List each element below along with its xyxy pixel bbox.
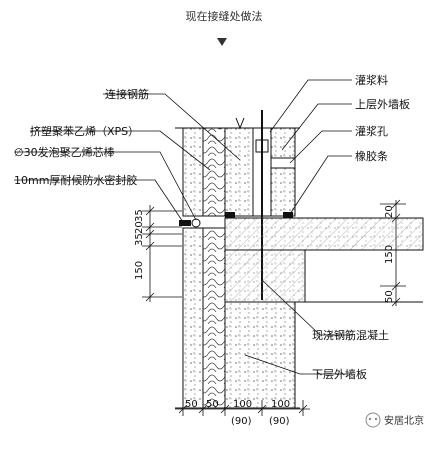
rubber-strip-left: [225, 212, 235, 218]
label-connecting-rebar: 连接钢筋: [105, 87, 149, 101]
foam-rod-shape: [191, 218, 201, 228]
label-lower-wall-panel: 下层外墙板: [312, 367, 367, 381]
label-grouting-material: 灌浆料: [355, 73, 388, 87]
dim-left-1: 20: [134, 221, 145, 234]
left-dimension-chain: [142, 205, 182, 302]
right-dimension-chain: [380, 199, 406, 307]
leader-cast-concrete: [261, 279, 352, 336]
leader-rubber-strip: [289, 155, 352, 215]
label-cast-concrete: 现浇钢筋混凝土: [312, 328, 389, 342]
leader-sealant: [14, 179, 184, 223]
sealant-shape: [179, 220, 191, 226]
dim-bottom-paren-1: (90): [269, 416, 290, 427]
leader-grouting-hole: [289, 130, 352, 164]
label-grouting-hole: 灌浆孔: [355, 124, 388, 138]
dim-bottom-paren-0: (90): [231, 416, 252, 427]
label-xps: 挤塑聚苯乙烯（XPS）: [30, 124, 139, 138]
down-arrow-icon: [217, 38, 227, 46]
leader-connecting-rebar: [103, 93, 241, 161]
dim-bottom-3: 100: [271, 399, 290, 410]
leader-lower-wall: [244, 354, 352, 375]
dim-right-2: 50: [384, 290, 395, 303]
leader-foam-rod: [14, 151, 197, 221]
leader-grouting-material: [269, 79, 352, 133]
dim-left-2: 35: [134, 233, 145, 246]
leader-upper-wall: [281, 103, 352, 151]
bottom-dimension-chain: [175, 400, 310, 416]
watermark-logo-icon: [365, 412, 381, 428]
cast-concrete-shape: [224, 217, 424, 303]
dim-left-3: 150: [134, 261, 145, 280]
break-line: [175, 117, 300, 130]
lower-wall-panel-shape: [175, 227, 300, 409]
label-upper-wall-panel: 上层外墙板: [355, 97, 410, 111]
dim-left-0: 35: [134, 209, 145, 222]
dim-right-1: 150: [384, 245, 395, 264]
upper-wall-panel-shape: [182, 127, 296, 217]
page-title: 现在接缝处做法: [185, 10, 263, 23]
dim-bottom-1: 50: [206, 399, 219, 410]
label-rubber-strip: 橡胶条: [355, 149, 388, 163]
dim-right-0: 20: [384, 205, 395, 218]
rubber-strip-right: [283, 212, 293, 218]
dim-bottom-2: 100: [233, 399, 252, 410]
label-foam-rod: ∅30发泡聚乙烯芯棒: [14, 145, 115, 159]
leader-xps: [30, 130, 211, 171]
label-sealant: 10mm厚耐候防水密封胶: [14, 173, 137, 187]
watermark-text: 安居北京: [384, 414, 424, 427]
dim-bottom-0: 50: [185, 399, 198, 410]
